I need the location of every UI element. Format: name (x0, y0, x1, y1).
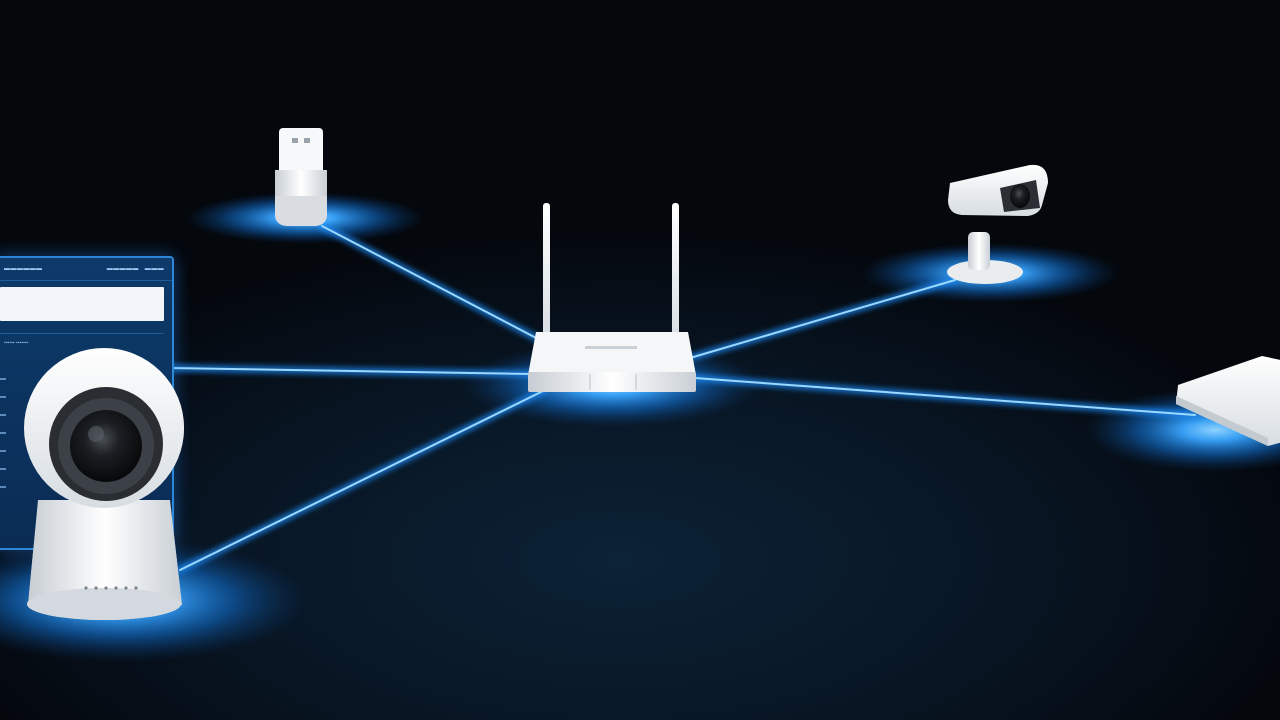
link-usb-router (321, 225, 541, 341)
panel-divider (0, 333, 164, 334)
router-icon (528, 203, 696, 392)
link-dome-camera-router (179, 389, 546, 571)
link-router-extender (694, 377, 1196, 416)
connection-lines (166, 222, 1199, 574)
panel-banner (0, 287, 164, 321)
panel-logo: ▬▬▬▬▬▬ (4, 266, 43, 272)
panel-text-line: ▪▪▪▪▪▪ ▪▪▪▪▪▪▪ (4, 340, 29, 346)
panel-tabs: ▬▬▬▬▬ ▬▬▬ (106, 266, 164, 272)
panel-list (0, 378, 6, 504)
panel-header: ▬▬▬▬▬▬ ▬▬▬▬▬ ▬▬▬ (0, 258, 172, 281)
bullet-camera-icon (947, 164, 1048, 284)
dome-camera-front (24, 348, 184, 620)
link-router-bullet-camera (689, 279, 956, 359)
link-app-router (169, 367, 531, 375)
extender-icon (1176, 356, 1280, 446)
usb-adapter-icon (275, 128, 327, 226)
